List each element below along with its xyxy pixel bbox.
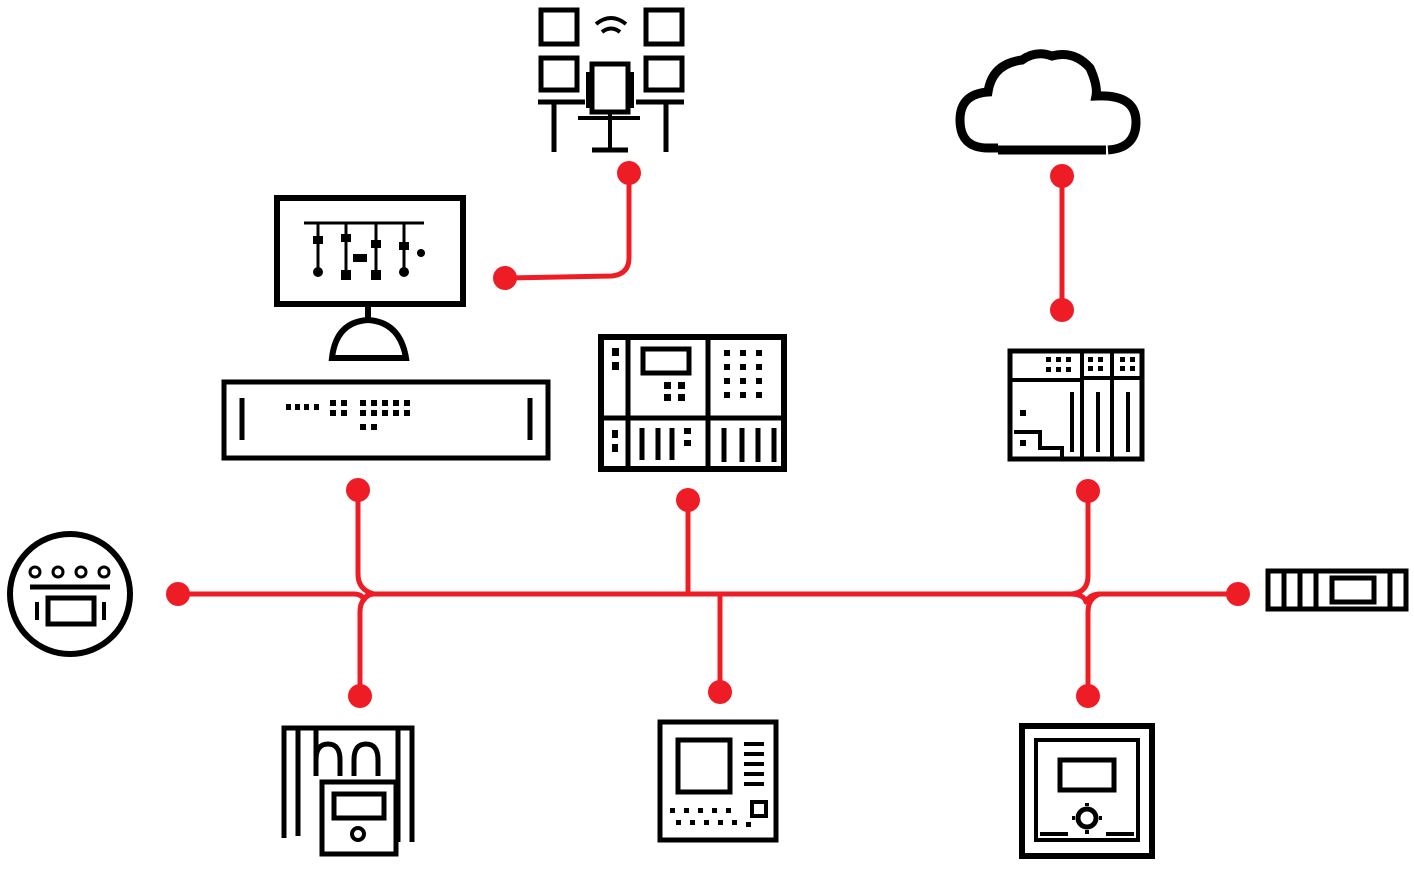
din-rail-module-icon	[1265, 568, 1409, 612]
io-rack-gateway-icon	[1007, 348, 1145, 462]
connection-dot	[1050, 164, 1074, 188]
protection-relay-icon	[657, 719, 779, 843]
main-bus-line	[175, 591, 1241, 605]
touch-panel-icon	[1019, 723, 1155, 859]
cloud-icon	[955, 49, 1141, 155]
connection-dot	[1226, 582, 1250, 606]
connection-dot	[1076, 684, 1100, 708]
connection-dot	[493, 266, 517, 290]
connection-dot	[708, 680, 732, 704]
workstation-link-line	[502, 171, 632, 281]
connection-dot	[617, 161, 641, 185]
gateway-drop-line	[1069, 488, 1091, 597]
connection-dot	[346, 478, 370, 502]
network-connections	[175, 171, 1241, 699]
drive-unit-icon	[281, 725, 415, 857]
connection-dot	[676, 488, 700, 512]
modular-controller-icon	[598, 334, 787, 472]
touch-panel-drop-line	[1085, 591, 1103, 699]
single-line-diagram-monitor-icon	[274, 195, 466, 361]
connection-dot	[348, 684, 372, 708]
connection-dot	[1076, 479, 1100, 503]
drive-drop-line	[357, 591, 375, 699]
connection-dot	[166, 582, 190, 606]
meter-icon	[7, 531, 133, 657]
device-icons	[7, 7, 1409, 859]
connection-dot	[1050, 298, 1074, 322]
rack-switch-icon	[221, 379, 551, 461]
switch-drop-line	[355, 487, 377, 597]
operator-control-room-icon	[538, 7, 685, 153]
connection-points	[166, 161, 1250, 708]
